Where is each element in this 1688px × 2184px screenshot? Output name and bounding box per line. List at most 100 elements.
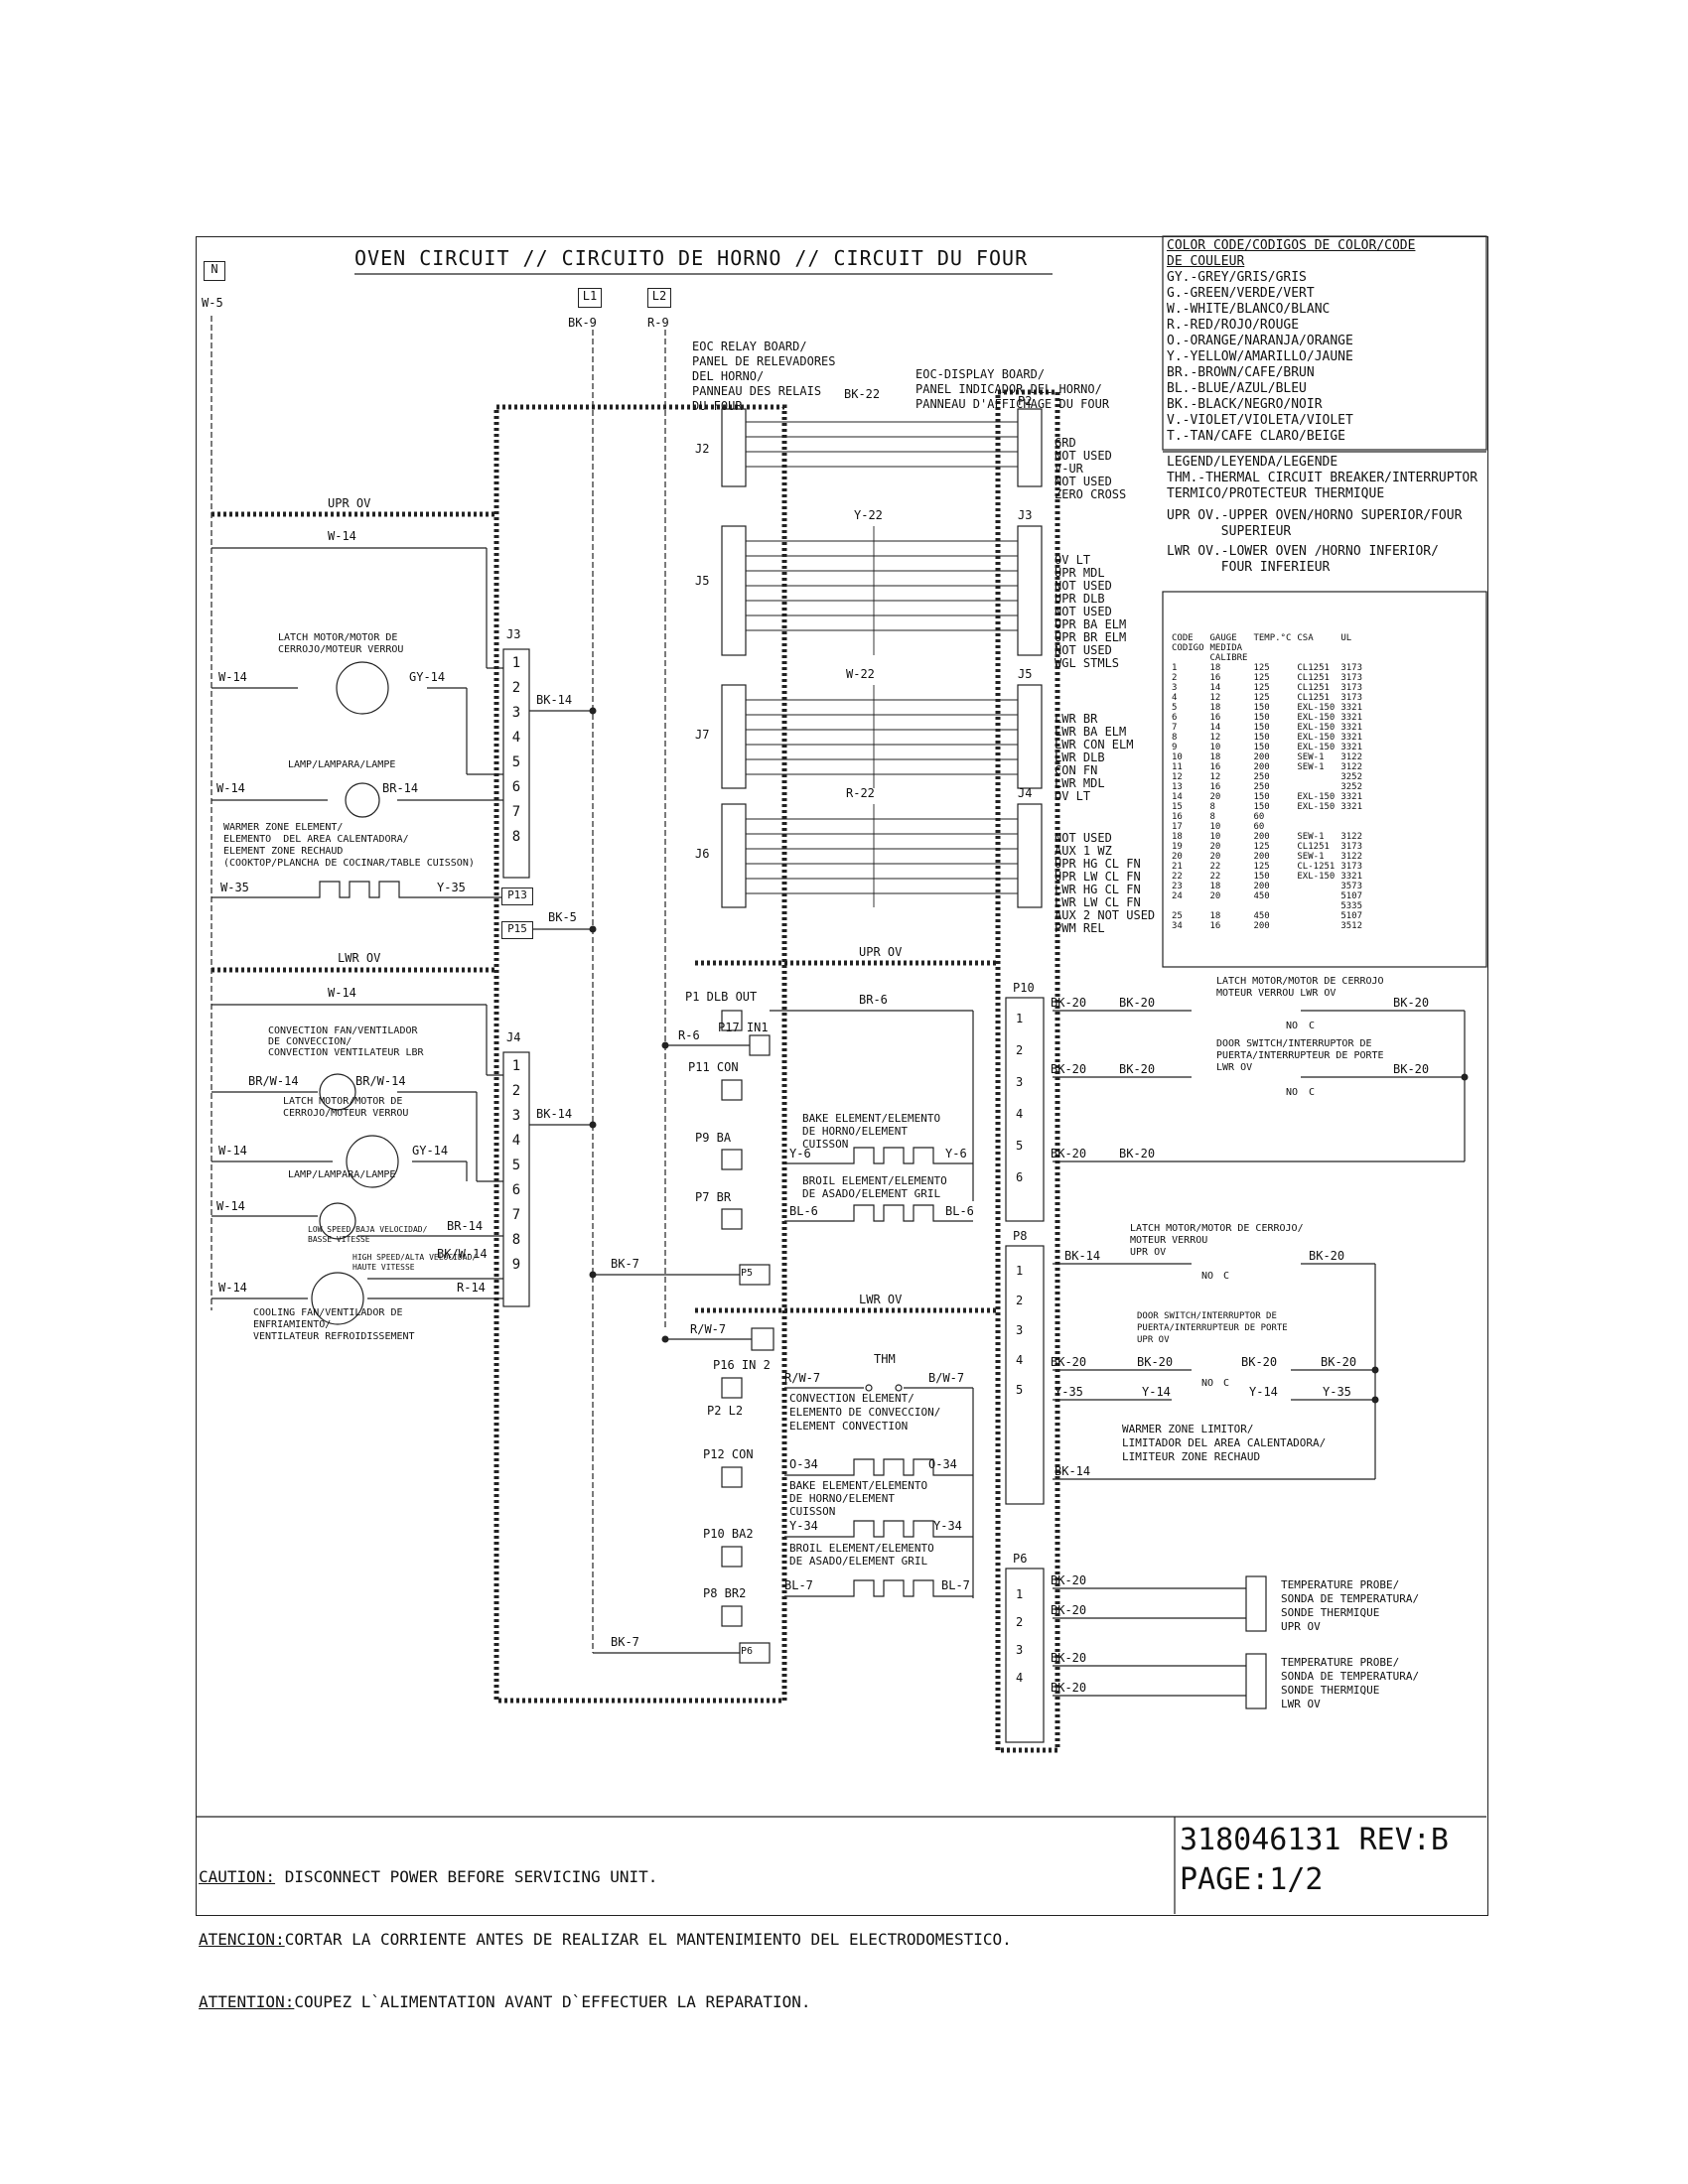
wire-table-cell: 3 bbox=[1172, 683, 1178, 693]
wire-label: W-14 bbox=[218, 1281, 247, 1295]
wire-label: Y-34 bbox=[789, 1519, 818, 1533]
wire-label: R-6 bbox=[678, 1028, 700, 1042]
section-label: UPR OV bbox=[328, 496, 371, 510]
wire-table-cell: EXL-150 bbox=[1297, 743, 1336, 752]
thm-label: THM bbox=[874, 1352, 896, 1366]
wire-label: BL-6 bbox=[789, 1204, 818, 1218]
wire-table-cell: SEW-1 bbox=[1297, 752, 1325, 762]
wire-table-header-cell: GAUGE bbox=[1209, 633, 1237, 643]
connector-label: P10 bbox=[1013, 981, 1035, 995]
wire-table-cell: 12 bbox=[1172, 772, 1183, 782]
wire-table-cell: 150 bbox=[1253, 872, 1270, 882]
wire-label: Y-6 bbox=[789, 1147, 811, 1160]
wire-table-cell bbox=[1253, 901, 1297, 911]
wire-table-cell: 150 bbox=[1253, 792, 1270, 802]
wire-label: BL-7 bbox=[784, 1578, 813, 1592]
wire-table-cell: 14 bbox=[1209, 723, 1221, 733]
wire-label: BK-20 bbox=[1119, 996, 1156, 1010]
wire-table-cell: 18 bbox=[1209, 752, 1221, 762]
switch-no-label: NO bbox=[1286, 1087, 1299, 1098]
wire-table-cell: 250 bbox=[1253, 772, 1270, 782]
wire-table-cell bbox=[1297, 812, 1340, 822]
wire-table-cell: 150 bbox=[1253, 733, 1270, 743]
wire-table-cell: SEW-1 bbox=[1297, 762, 1325, 772]
wire-table-cell: 12 bbox=[1209, 772, 1221, 782]
wire-table-cell: 11 bbox=[1172, 762, 1183, 772]
wire-table-cell: 3252 bbox=[1340, 782, 1363, 792]
wire-table-header-cell bbox=[1297, 653, 1340, 663]
wire-label: W-5 bbox=[202, 296, 223, 310]
wire-table-cell: EXL-150 bbox=[1297, 703, 1336, 713]
wire-label: BK-20 bbox=[1119, 1147, 1156, 1160]
wire-table-cell bbox=[1297, 901, 1340, 911]
wire-table-cell: 25 bbox=[1172, 911, 1183, 921]
wire-label: BR-14 bbox=[382, 781, 419, 795]
wire-table-cell: 8 bbox=[1209, 812, 1215, 822]
page-title: OVEN CIRCUIT // CIRCUITO DE HORNO // CIR… bbox=[354, 246, 1029, 270]
switch-c-label: C bbox=[1223, 1378, 1230, 1389]
wire-table-cell: 450 bbox=[1253, 911, 1270, 921]
wire-table-cell: 13 bbox=[1172, 782, 1183, 792]
wire-table-cell: 8 bbox=[1172, 733, 1178, 743]
wire-table-cell: 3321 bbox=[1340, 802, 1363, 812]
wire-table-cell: 3173 bbox=[1340, 673, 1363, 683]
wire-table-cell: CL1251 bbox=[1297, 673, 1330, 683]
switch-no-label: NO bbox=[1201, 1271, 1214, 1282]
wire-label: BK-5 bbox=[548, 910, 577, 924]
wire-table-cell: CL1251 bbox=[1297, 693, 1330, 703]
relay-point: P16 IN 2 bbox=[713, 1358, 771, 1372]
caution-notes: CAUTION: DISCONNECT POWER BEFORE SERVICI… bbox=[199, 1867, 1012, 2011]
wire-table-cell: 250 bbox=[1253, 782, 1270, 792]
wire-table-cell: 125 bbox=[1253, 663, 1270, 673]
wire-table-header-cell bbox=[1172, 653, 1210, 663]
wire-table-cell: 450 bbox=[1253, 891, 1270, 901]
drawing-frame bbox=[196, 236, 1488, 1916]
wire-label: BR-6 bbox=[859, 993, 888, 1007]
wire-label: W-35 bbox=[220, 881, 249, 894]
wire-table-header-cell bbox=[1340, 643, 1368, 653]
wire-label: W-14 bbox=[216, 781, 245, 795]
switch-c-label: C bbox=[1223, 1271, 1230, 1282]
wire-table-cell: SEW-1 bbox=[1297, 852, 1325, 862]
wire-table-cell: 15 bbox=[1172, 802, 1183, 812]
warmer-element-label: WARMER ZONE ELEMENT/ELEMENTO DEL AREA CA… bbox=[223, 822, 475, 869]
wire-label: BK/W-14 bbox=[437, 1247, 488, 1261]
switch-no-label: NO bbox=[1201, 1378, 1214, 1389]
wire-table-header-cell: CODIGO bbox=[1172, 643, 1204, 653]
wire-label: BK-20 bbox=[1309, 1249, 1345, 1263]
wire-table-cell: 3122 bbox=[1340, 852, 1363, 862]
wire-table-cell: 20 bbox=[1172, 852, 1183, 862]
wire-label: BK-9 bbox=[568, 316, 597, 330]
terminal-l2: L2 bbox=[647, 288, 671, 308]
switch-c-label: C bbox=[1309, 1087, 1316, 1098]
wire-table-cell: 16 bbox=[1209, 762, 1221, 772]
wire-table-cell: 19 bbox=[1172, 842, 1183, 852]
connector-label: J5 bbox=[1018, 667, 1033, 681]
terminal-l1: L1 bbox=[578, 288, 602, 308]
connector-p5: P5 bbox=[741, 1268, 754, 1279]
wire-table-cell: 150 bbox=[1253, 713, 1270, 723]
section-label: UPR OV bbox=[859, 945, 903, 959]
wire-table-cell: EXL-150 bbox=[1297, 802, 1336, 812]
wire-table-cell: 3321 bbox=[1340, 713, 1363, 723]
wire-table-cell: 3173 bbox=[1340, 693, 1363, 703]
wire-table-cell: 200 bbox=[1253, 832, 1270, 842]
connector-label: J4 bbox=[1018, 786, 1033, 800]
wire-table-cell: 60 bbox=[1253, 822, 1265, 832]
